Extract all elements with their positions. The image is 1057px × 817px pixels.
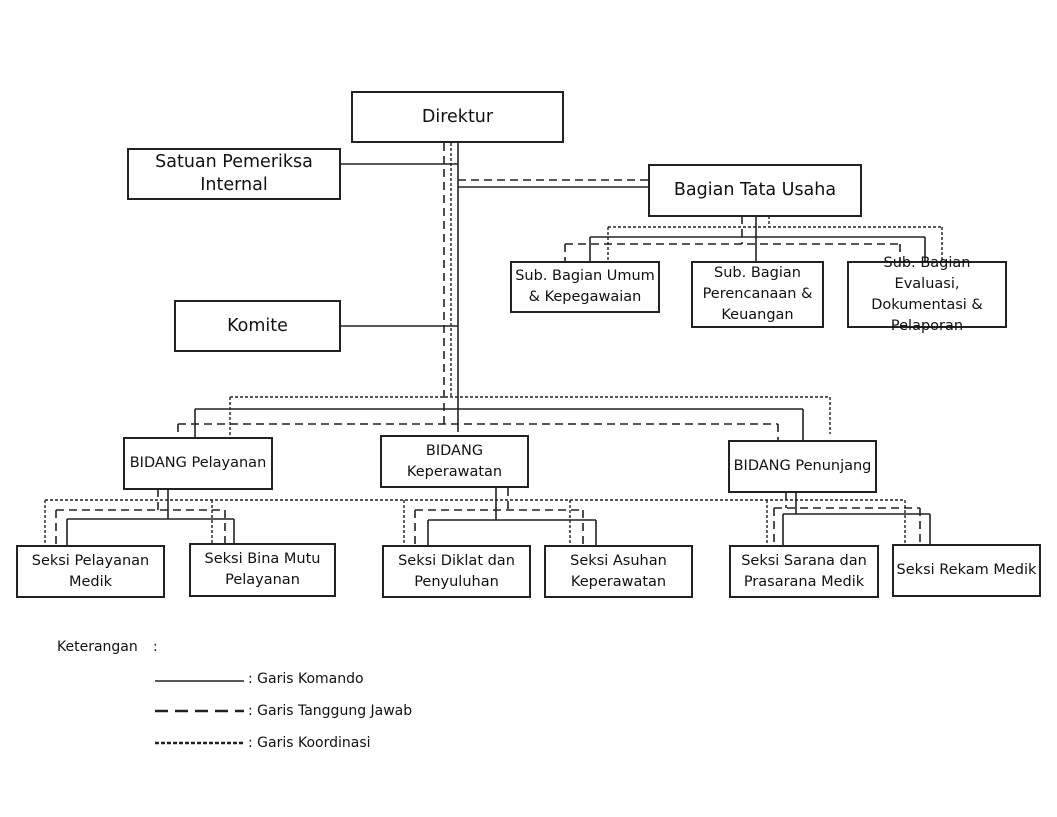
box-seksi-sarana: Seksi Sarana dan Prasarana Medik [729,545,879,598]
command-lines [66,143,931,546]
box-bidang-keperawatan: BIDANG Keperawatan [380,435,529,488]
legend-title: Keterangan [57,639,138,655]
box-bagian-tata-usaha: Bagian Tata Usaha [648,164,862,217]
box-seksi-bina-mutu: Seksi Bina Mutu Pelayanan [189,543,336,597]
box-seksi-pelayanan-medik: Seksi Pelayanan Medik [16,545,165,598]
box-seksi-rekam-medik: Seksi Rekam Medik [892,544,1041,597]
box-direktur: Direktur [351,91,564,143]
legend-colon: : [153,639,158,655]
box-sub-bagian-umum: Sub. Bagian Umum & Kepegawaian [510,261,660,313]
box-seksi-diklat: Seksi Diklat dan Penyuluhan [382,545,531,598]
box-satuan-pemeriksa-internal: Satuan Pemeriksa Internal [127,148,341,200]
box-sub-bagian-perencanaan: Sub. Bagian Perencanaan & Keuangan [691,261,824,328]
responsibility-lines [55,143,921,546]
box-seksi-asuhan: Seksi Asuhan Keperawatan [544,545,693,598]
legend-lines [155,680,244,745]
legend-koordinasi: : Garis Koordinasi [248,735,371,751]
box-sub-bagian-evaluasi: Sub. Bagian Evaluasi, Dokumentasi & Pela… [847,255,1007,334]
legend-komando: : Garis Komando [248,671,364,687]
box-bidang-pelayanan: BIDANG Pelayanan [123,437,273,490]
box-komite: Komite [174,300,341,352]
coordination-lines [44,143,943,546]
legend-tanggung-jawab: : Garis Tanggung Jawab [248,703,413,719]
box-bidang-penunjang: BIDANG Penunjang [728,440,877,493]
